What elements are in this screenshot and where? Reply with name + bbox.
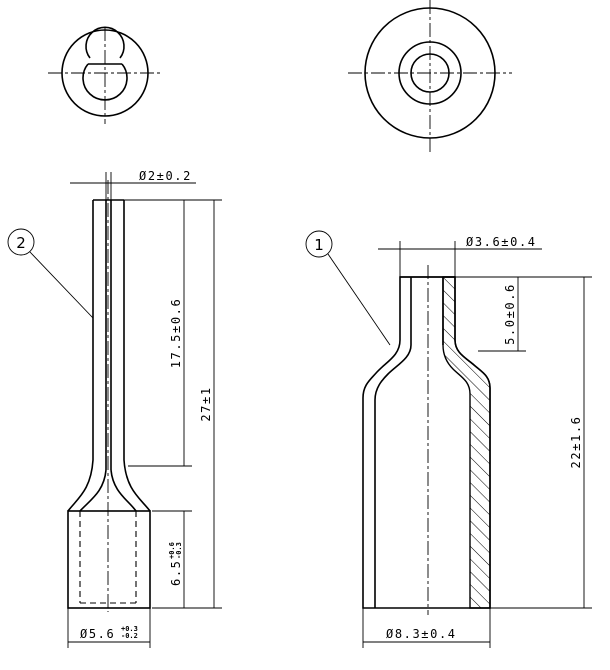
balloon-part2-label: 2: [16, 234, 26, 252]
dim-socket-depth-tol-lower: -0.3: [175, 542, 183, 559]
part2-side-view: [67, 180, 151, 612]
dim-socket-depth-main: 6.5: [169, 560, 183, 586]
dim-overall-length-part1: 22±1.6: [569, 416, 583, 469]
dim-base-diameter-tol-lower: -0.2: [121, 632, 138, 640]
dim-socket-depth-tol-upper: +0.6: [168, 542, 176, 559]
dim-socket-depth: 6.5 +0.6 -0.3: [168, 542, 183, 586]
dim-base-diameter-tol-upper: +0.3: [121, 625, 138, 633]
dim-tube-length: 17.5±0.6: [169, 298, 183, 369]
section-hatch: [442, 276, 491, 609]
part1-side-view: [362, 265, 491, 615]
balloon-part1-label: 1: [314, 236, 324, 254]
part1-dimensions: [362, 241, 592, 648]
part2-top-view: [48, 26, 162, 124]
dim-base-diameter-part2: Ø5.6 +0.3 -0.2: [80, 625, 138, 641]
dim-neck-length: 5.0±0.6: [503, 283, 517, 345]
part2-dimensions: [67, 172, 222, 648]
dim-base-diameter-main: Ø5.6: [80, 627, 115, 641]
balloon-part1: 1: [305, 230, 391, 346]
part1-top-view: [348, 0, 512, 152]
dim-tip-diameter: Ø2±0.2: [139, 169, 192, 183]
dim-top-diameter: Ø3.6±0.4: [466, 235, 537, 249]
balloon-part2: 2: [7, 228, 94, 319]
dim-overall-length-part2: 27±1: [199, 386, 213, 421]
dim-base-diameter-part1: Ø8.3±0.4: [386, 627, 457, 641]
